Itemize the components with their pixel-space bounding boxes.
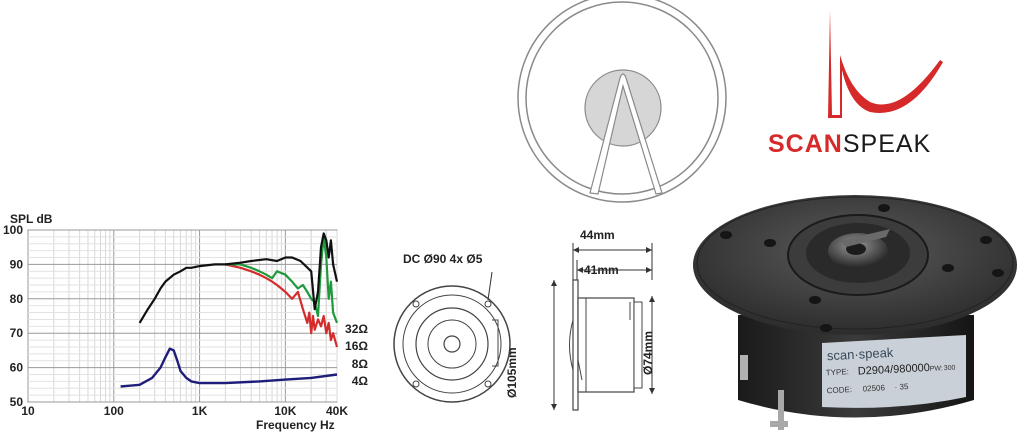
side-rear-cap — [633, 301, 643, 389]
y-tick-label: 70 — [10, 326, 24, 340]
brand-wordmark-red: SCAN — [768, 130, 843, 158]
product-label-type: TYPE: — [826, 367, 850, 377]
dim-44mm-label: 44mm — [580, 228, 615, 242]
mount-hole-bottom-right — [484, 380, 492, 388]
product-label-model: D2904/980000 — [857, 362, 930, 378]
product-label-pw: PW: — [930, 365, 943, 373]
series-line-4ohm — [120, 347, 338, 388]
series-line-32ohm — [138, 232, 339, 324]
legend-label: 4Ω — [352, 374, 369, 388]
x-axis-title: Frequency Hz — [256, 418, 335, 432]
x-tick-labels: 10 100 1K 10K 40K — [21, 404, 348, 418]
chart-series — [120, 232, 339, 388]
front-terminal-tab — [492, 319, 499, 367]
plot-frame — [27, 229, 338, 403]
x-tick-label: 40K — [326, 404, 348, 418]
front-waveguide-ring — [415, 307, 489, 381]
frequency-response-chart: SPL dB 100 90 80 70 60 50 10 100 1K 10K 40K 32Ω 16… — [3, 212, 368, 432]
front-flange-inner — [402, 294, 502, 394]
mount-hole-top-left — [412, 300, 420, 308]
x-tick-label: 10 — [21, 404, 35, 418]
symbol-horn-shape — [589, 73, 663, 195]
front-view-drawing — [393, 271, 511, 403]
x-tick-label: 1K — [192, 404, 208, 418]
legend-label: 8Ω — [352, 357, 369, 371]
series-line-16ohm — [225, 235, 339, 324]
chart-legend: 32Ω 16Ω 8Ω 4Ω — [345, 322, 368, 388]
y-axis-title: SPL dB — [10, 212, 53, 226]
product-label-band — [822, 335, 966, 408]
symbol-inner-ring — [525, 1, 719, 195]
front-outer-flange — [393, 285, 511, 403]
mount-hole-top-right — [484, 300, 492, 308]
logo-wave-mark — [828, 10, 943, 118]
product-label-pw-value: 300 — [944, 365, 956, 373]
brand-wordmark-dark: SPEAK — [842, 130, 932, 158]
legend-label: 16Ω — [345, 339, 368, 353]
dc-leader-line — [487, 271, 493, 301]
x-tick-label: 100 — [104, 404, 124, 418]
product-label-brand: scan·speak — [827, 345, 895, 363]
series-line-8ohm — [225, 263, 339, 348]
mount-hole-bottom-left — [412, 380, 420, 388]
y-tick-label: 90 — [10, 257, 24, 271]
dc-label: DC Ø90 4x Ø5 — [403, 252, 483, 266]
symbol-dome — [584, 69, 662, 147]
x-tick-label: 10K — [274, 404, 296, 418]
side-flange — [572, 279, 579, 411]
product-label-code-value: 02506 — [862, 383, 885, 393]
dim-74mm-label: Ø74mm — [641, 330, 655, 375]
scanspeak-logo — [828, 10, 943, 118]
tweeter-symbol-diagram — [517, 0, 727, 203]
product-label-code: CODE: — [827, 385, 853, 395]
y-tick-label: 50 — [10, 395, 24, 409]
legend-label: 32Ω — [345, 322, 368, 336]
front-surround — [427, 319, 477, 369]
product-label-code-suffix: · 35 — [894, 382, 909, 392]
y-tick-label: 100 — [3, 223, 23, 237]
y-tick-label: 60 — [10, 361, 24, 375]
dim-105mm-label: Ø105mm — [505, 347, 519, 398]
y-tick-labels: 100 90 80 70 60 50 — [3, 223, 23, 409]
side-body — [577, 297, 635, 393]
y-tick-label: 80 — [10, 292, 24, 306]
brand-wordmark: SCANSPEAK — [768, 130, 931, 159]
front-phase-plug — [443, 335, 461, 353]
side-view-drawing — [551, 243, 655, 411]
symbol-outer-ring — [517, 0, 727, 203]
product-phase-plug — [846, 243, 866, 255]
product-photo: scan·speak TYPE: D2904/980000 PW: 300 CO… — [693, 195, 1017, 430]
chart-grid — [27, 229, 338, 403]
